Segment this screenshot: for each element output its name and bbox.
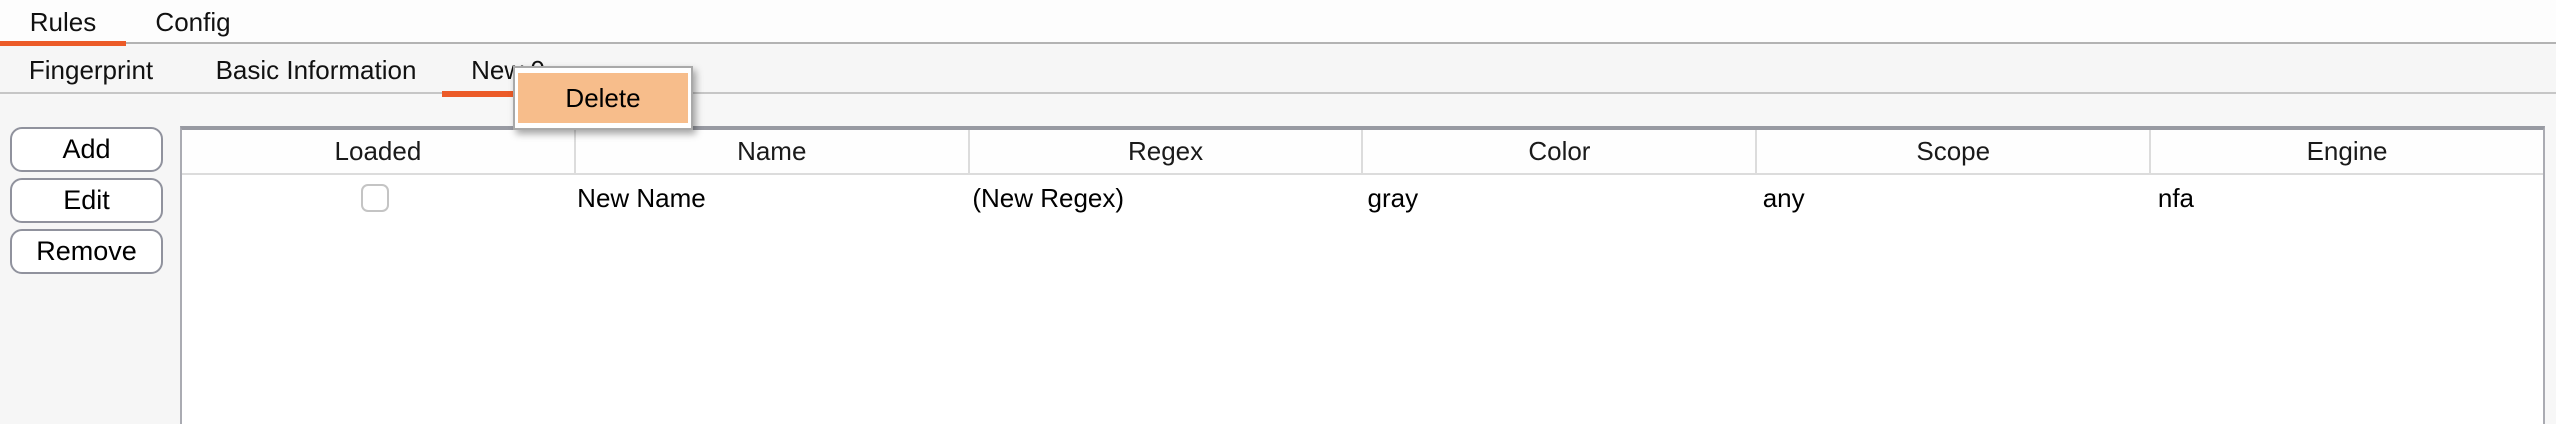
column-header-engine[interactable]: Engine	[2306, 136, 2388, 166]
tab-basic-information-label: Basic Information	[215, 54, 417, 85]
column-header-color[interactable]: Color	[1363, 130, 1758, 173]
edit-button[interactable]: Edit	[10, 178, 163, 223]
column-header-scope[interactable]: Scope	[1757, 130, 2152, 173]
cell-name: New Name	[577, 182, 706, 213]
cell-color: gray	[1367, 182, 1419, 213]
tab-config-label: Config	[155, 6, 231, 37]
tab-context-menu: Delete	[513, 66, 693, 130]
remove-button-label: Remove	[36, 236, 137, 266]
tab-rules[interactable]: Rules	[0, 0, 126, 47]
action-panel: Add Edit Remove	[0, 96, 180, 424]
tab-basic-information[interactable]: Basic Information	[200, 46, 432, 94]
tab-fingerprint-label: Fingerprint	[28, 54, 154, 85]
loaded-checkbox[interactable]	[360, 184, 389, 212]
edit-button-label: Edit	[63, 185, 110, 215]
primary-tab-bar: Rules Config	[0, 0, 2556, 47]
tab-rules-label: Rules	[29, 6, 97, 37]
add-button[interactable]: Add	[10, 127, 163, 172]
secondary-tab-bar: Fingerprint Basic Information New 0	[0, 46, 2556, 97]
table-row[interactable]: New Name (New Regex) gray any nfa	[182, 175, 2543, 221]
active-tab-underline	[442, 91, 574, 97]
remove-button[interactable]: Remove	[10, 229, 163, 274]
column-header-name[interactable]: Name	[576, 130, 970, 173]
column-header-loaded[interactable]: Loaded	[182, 130, 576, 173]
cell-engine: nfa	[2157, 182, 2195, 213]
delete-menu-item-label: Delete	[565, 82, 641, 113]
add-button-label: Add	[62, 134, 111, 164]
rules-table: Loaded Name Regex Color Scope Engine New…	[180, 126, 2545, 424]
cell-regex: (New Regex)	[972, 182, 1125, 213]
tab-fingerprint[interactable]: Fingerprint	[18, 46, 164, 94]
context-menu-item-delete[interactable]: Delete	[518, 73, 688, 123]
column-header-regex[interactable]: Regex	[970, 130, 1364, 173]
tab-config[interactable]: Config	[126, 0, 260, 44]
active-tab-underline	[0, 41, 126, 47]
cell-scope: any	[1762, 182, 1805, 213]
cell-loaded	[182, 175, 567, 221]
table-header-row: Loaded Name Regex Color Scope Engine	[182, 130, 2543, 175]
